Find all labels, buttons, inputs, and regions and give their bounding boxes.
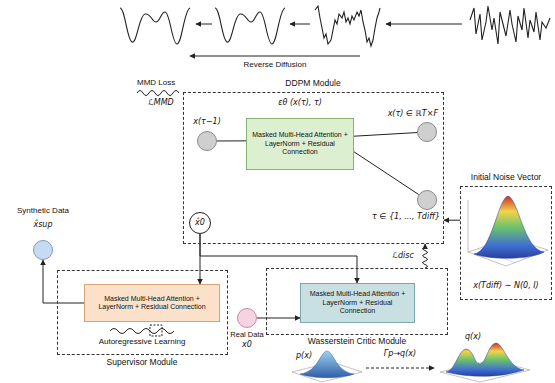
waveforms	[120, 6, 550, 46]
transport-arrow	[366, 368, 434, 369]
step-arrow	[196, 24, 212, 25]
node-sublabel: Autoregressive Learning	[99, 338, 186, 347]
process-label: Reverse Diffusion	[244, 61, 307, 70]
q-surface	[446, 343, 524, 376]
node-sublabel: x̂sup	[33, 221, 52, 230]
gaussian-bell	[474, 196, 544, 258]
mmd-squiggle	[137, 91, 179, 96]
transport-label: Γp→q(x)	[384, 350, 416, 359]
module-box: Wasserstein Critic ModuleMasked Multi-He…	[266, 268, 448, 335]
distribution-label: q(x)	[465, 333, 481, 342]
node-label: x̂0	[195, 219, 205, 228]
ar-wave	[110, 329, 174, 334]
estimate-circle: x̂0	[189, 212, 211, 234]
autoregressive-icon	[110, 325, 174, 336]
node-sublabel: x0	[242, 341, 252, 350]
input-circle: Real Datax0	[237, 308, 257, 328]
connector	[423, 244, 428, 268]
step-arrow	[290, 24, 310, 25]
connector	[257, 318, 300, 319]
node-label: Wasserstein Critic Module	[308, 337, 406, 346]
node-label: Masked Multi-Head Attention + LayerNorm …	[88, 295, 216, 312]
axis-line	[468, 200, 469, 252]
output-circle: Synthetic Datax̂sup	[33, 240, 53, 260]
module-box: DDPM ModuleMasked Multi-Head Attention +…	[183, 92, 444, 244]
noisy-wave	[315, 6, 380, 46]
node-label: Real Data	[230, 331, 263, 339]
smooth-wave	[215, 8, 285, 44]
ar-window	[150, 325, 162, 336]
distribution-p	[292, 351, 362, 382]
edge-label: ℒdisc	[391, 252, 415, 261]
connector	[43, 260, 84, 303]
connector	[354, 133, 417, 137]
node-label: Initial Noise Vector	[471, 173, 541, 182]
connector	[354, 152, 419, 195]
step-arrows	[190, 24, 462, 56]
connector	[200, 234, 357, 283]
node-label: τ ∈ {1, ..., Tdiff}	[372, 213, 440, 222]
node-label: x(τ) ∈ ℝT×F	[388, 110, 438, 119]
distribution-label: p(x)	[296, 352, 312, 361]
attention-block: Masked Multi-Head Attention + LayerNorm …	[246, 118, 354, 170]
step-arrow	[386, 24, 462, 25]
attention-block: Masked Multi-Head Attention + LayerNorm …	[300, 283, 415, 323]
state-circle: x(τ) ∈ ℝT×F	[417, 122, 437, 142]
reverse-arrow	[190, 56, 360, 57]
state-circle: x(τ−1)	[197, 131, 217, 151]
clean-wave	[120, 8, 190, 44]
attention-block: Masked Multi-Head Attention + LayerNorm …	[84, 284, 220, 322]
noise-box: Initial Noise Vectorx(Tdiff) ∼ N(0, I)	[460, 186, 552, 300]
distribution-q	[440, 343, 530, 382]
step-circle: τ ∈ {1, ..., Tdiff}	[417, 190, 437, 210]
connector	[444, 220, 460, 221]
node-label: DDPM Module	[285, 79, 340, 88]
connector	[217, 140, 246, 141]
loss-label: MMD Loss	[137, 79, 175, 88]
gaussian-surface	[468, 196, 548, 266]
node-label: Synthetic Data	[17, 207, 69, 216]
module-box: Supervisor ModuleAutoregressive Learning…	[57, 270, 228, 355]
noise-wave	[470, 6, 550, 44]
node-label: Masked Multi-Head Attention + LayerNorm …	[250, 131, 350, 156]
network-formula: εθ (x(τ), τ)	[278, 99, 322, 108]
node-sublabel: x(Tdiff) ∼ N(0, I)	[473, 282, 539, 291]
node-label: Supervisor Module	[107, 358, 178, 367]
node-label: x(τ−1)	[193, 118, 221, 127]
node-label: Masked Multi-Head Attention + LayerNorm …	[304, 290, 411, 315]
loss-symbol: ℒMMD	[148, 99, 174, 108]
